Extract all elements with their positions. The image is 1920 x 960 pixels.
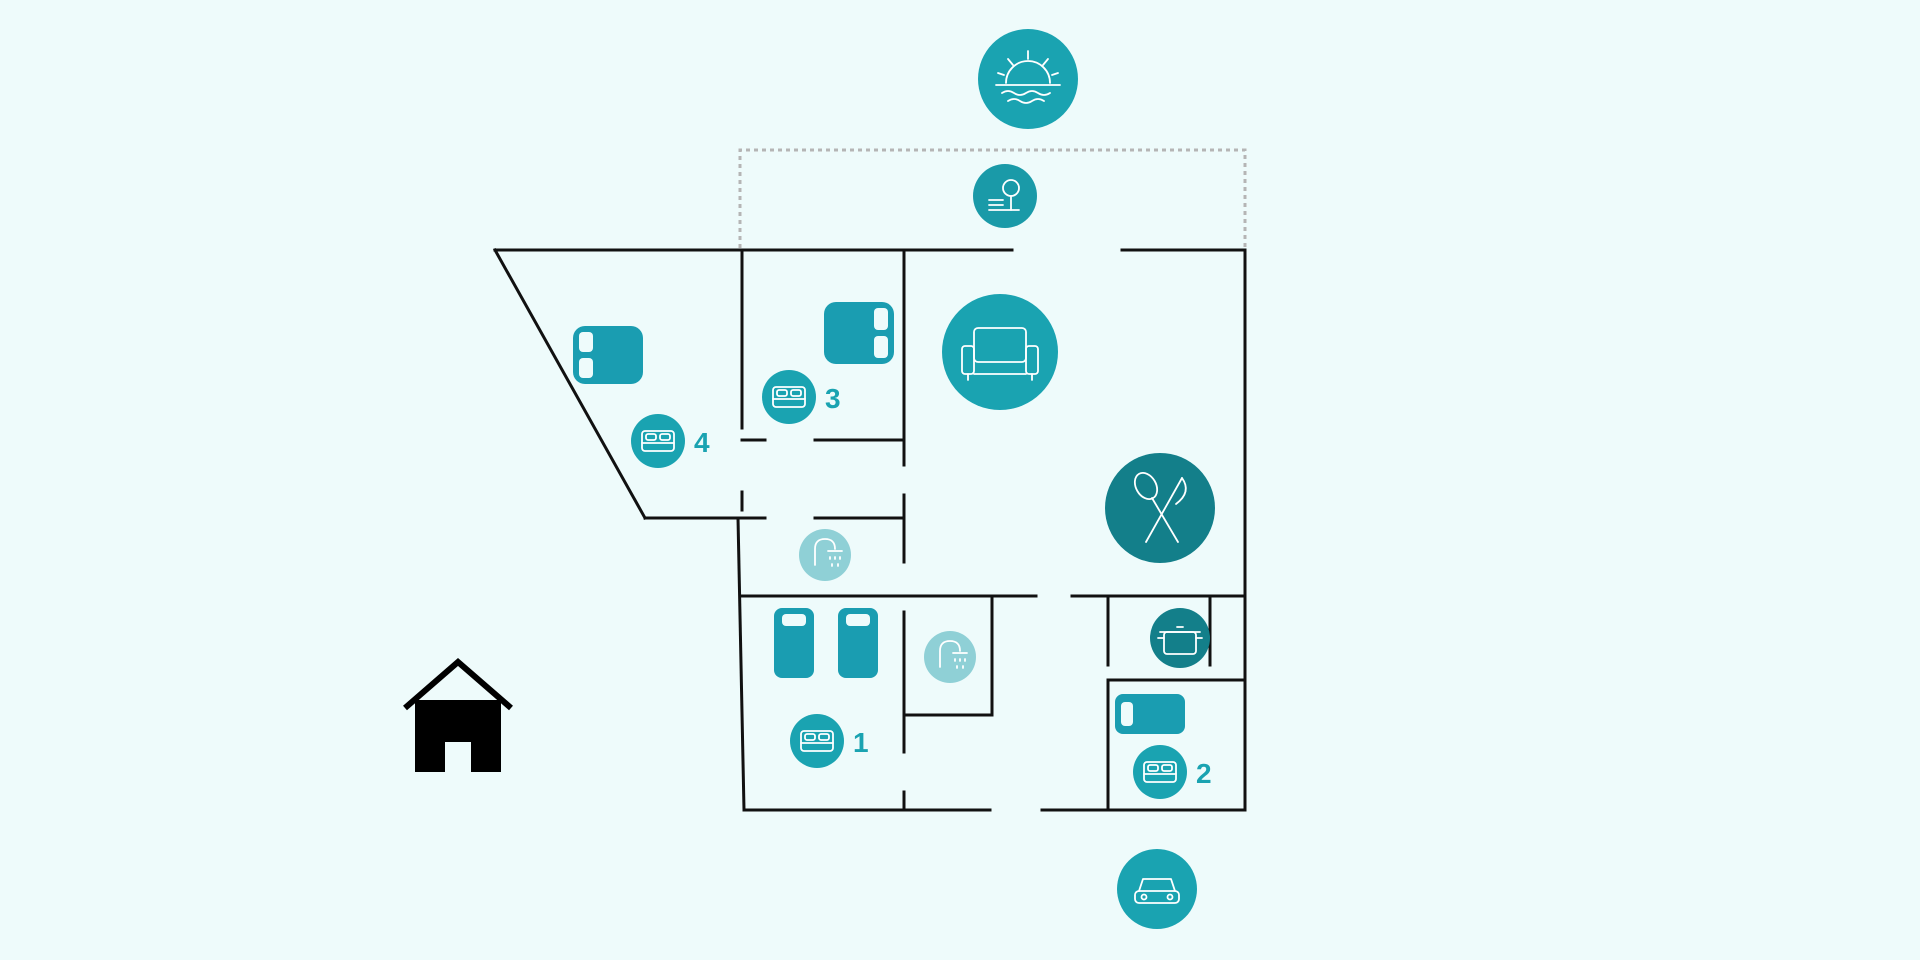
double-bed-icon (790, 714, 844, 768)
car-icon (1117, 849, 1197, 929)
bedroom-1-number: 1 (853, 727, 869, 758)
bedroom-4-bed (573, 326, 643, 384)
bedroom-3-badge: 3 (762, 370, 841, 424)
shower-icon (924, 631, 976, 683)
bedroom-1-bed-right (838, 608, 878, 678)
double-bed-icon (1133, 745, 1187, 799)
house-icon (403, 658, 513, 772)
double-bed-icon (631, 414, 685, 468)
bedroom-2-badge: 2 (1133, 745, 1212, 799)
bedroom-4-badge: 4 (631, 414, 710, 468)
bedroom-1-bed-left (774, 608, 814, 678)
garden-icon (973, 164, 1037, 228)
bedroom-1-badge: 1 (790, 714, 869, 768)
terrace-outline (738, 148, 1247, 248)
sunset-icon (978, 29, 1078, 129)
cutlery-icon (1105, 453, 1215, 563)
bedroom-3-bed (824, 302, 894, 364)
bedroom-2-number: 2 (1196, 758, 1212, 789)
bedroom-4-number: 4 (694, 427, 710, 458)
cooking-pot-icon (1150, 608, 1210, 668)
shower-icon (799, 529, 851, 581)
walls (492, 247, 1247, 812)
bedroom-2-bed (1115, 694, 1185, 734)
armchair-icon (942, 294, 1058, 410)
double-bed-icon (762, 370, 816, 424)
bedroom-3-number: 3 (825, 383, 841, 414)
